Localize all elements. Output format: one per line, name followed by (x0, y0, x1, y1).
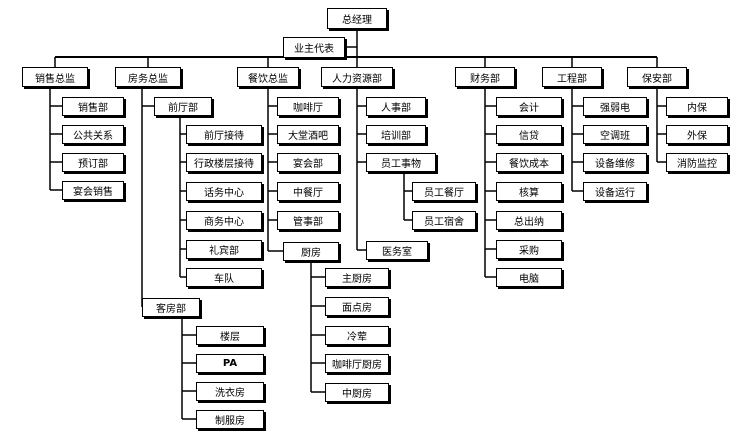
node-finance-item: 采购 (496, 240, 562, 259)
node-sales-item: 预订部 (62, 153, 124, 172)
node-sales-item: 宴会销售 (62, 181, 124, 200)
node-front-office-item: 礼宾部 (186, 240, 262, 259)
node-front-office-item: 行政楼层接待 (186, 153, 262, 172)
node-finance-item: 电脑 (496, 268, 562, 287)
node-clinic: 医务室 (366, 241, 428, 260)
node-security-item: 消防监控 (666, 153, 728, 172)
node-engineering-item: 设备运行 (583, 182, 647, 201)
node-staff-affairs-head: 员工事物 (366, 153, 436, 172)
node-finance-item: 餐饮成本 (496, 153, 562, 172)
node-hr-head: 人力资源部 (321, 67, 393, 87)
node-housekeeping-head: 客房部 (142, 298, 200, 317)
node-finance-item: 会计 (496, 97, 562, 116)
node-kitchen-item: 咖啡厅厨房 (325, 354, 389, 373)
node-owner-rep: 业主代表 (283, 37, 345, 58)
node-front-office-head: 前厅部 (154, 97, 212, 116)
node-kitchen-item: 面点房 (325, 297, 389, 316)
node-staff-affairs-item: 员工宿舍 (412, 211, 476, 230)
node-engineering-item: 设备维修 (583, 153, 647, 172)
node-hr-item: 人事部 (366, 97, 426, 116)
node-staff-affairs-item: 员工餐厅 (412, 182, 476, 201)
node-sales-head: 销售总监 (22, 67, 88, 87)
node-front-office-item: 车队 (186, 268, 262, 287)
node-security-item: 内保 (666, 97, 728, 116)
node-kitchen-item: 中厨房 (325, 383, 389, 402)
node-sales-item: 销售部 (62, 97, 124, 116)
node-security-item: 外保 (666, 125, 728, 144)
node-fb-item: 宴会部 (277, 153, 339, 172)
node-finance-head: 财务部 (455, 67, 515, 87)
node-front-office-item: 商务中心 (186, 211, 262, 230)
node-engineering-item: 强弱电 (583, 97, 647, 116)
node-sales-item: 公共关系 (62, 125, 124, 144)
node-front-office-item: 话务中心 (186, 182, 262, 201)
node-hr-item: 培训部 (366, 125, 426, 144)
node-finance-item: 核算 (496, 182, 562, 201)
node-fb-item: 中餐厅 (277, 182, 339, 201)
node-engineering-item: 空调班 (583, 125, 647, 144)
node-fb-item: 大堂酒吧 (277, 125, 339, 144)
node-housekeeping-item: PA (196, 354, 264, 373)
node-kitchen-item: 主厨房 (325, 268, 389, 287)
node-engineering-head: 工程部 (542, 67, 602, 87)
node-finance-item: 信贷 (496, 125, 562, 144)
node-rooms-head: 房务总监 (115, 67, 181, 87)
node-finance-item: 总出纳 (496, 211, 562, 230)
node-kitchen-item: 冷荤 (325, 326, 389, 345)
node-housekeeping-item: 制服房 (196, 410, 264, 429)
node-front-office-item: 前厅接待 (186, 125, 262, 144)
node-housekeeping-item: 楼层 (196, 326, 264, 345)
node-security-head: 保安部 (627, 67, 687, 87)
node-fb-item: 咖啡厅 (277, 97, 339, 116)
node-gm: 总经理 (327, 8, 387, 29)
node-fb-head: 餐饮总监 (237, 67, 299, 87)
node-fb-item: 管事部 (277, 211, 339, 230)
node-housekeeping-item: 洗衣房 (196, 382, 264, 401)
node-kitchen-head: 厨房 (283, 242, 339, 261)
